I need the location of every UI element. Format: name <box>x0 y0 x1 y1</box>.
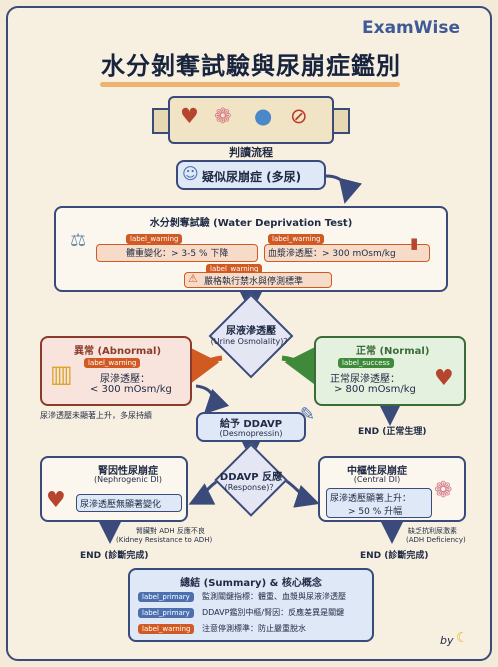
summary-tag: label_warning <box>138 624 195 634</box>
abnormal-box <box>40 336 192 406</box>
nephro-cause1: 腎臟對 ADH 反應不良 <box>136 527 205 535</box>
serum-box <box>264 244 430 262</box>
page-title: 水分剝奪試驗與尿崩症鑑別 <box>101 52 401 80</box>
central-cause1: 缺乏抗利尿激素 <box>408 527 457 535</box>
brain-icon: ❁ <box>214 104 232 128</box>
central-subtitle: (Central DI) <box>353 475 401 484</box>
central-finding-box <box>326 488 432 518</box>
blood-tube-icon: ▮ <box>410 234 419 252</box>
normal-tag: label_success <box>338 358 394 368</box>
brand-logo: ExamWise <box>362 18 460 38</box>
kidney-icon: ♥ <box>180 104 199 128</box>
warning-icon: ⚠ <box>188 272 198 285</box>
serum-tag: label_warning <box>268 234 325 244</box>
central-title: 中樞性尿崩症 <box>347 466 407 477</box>
no-drinking-icon: ⊘ <box>290 104 308 128</box>
signature: by <box>440 634 454 647</box>
summary-tag: label_primary <box>138 592 194 602</box>
ddavp-line2: (Desmopressin) <box>219 429 283 438</box>
central-finding1: 尿滲透壓顯著上升： <box>330 494 412 504</box>
abnormal-title: 異常 (Abnormal) <box>74 346 162 357</box>
stop-box <box>184 272 332 288</box>
summary-item: DDAVP鑑別中樞/腎因：反應差異是關鍵 <box>202 608 345 617</box>
normal-box <box>314 336 466 406</box>
water-drop-icon: ● <box>254 104 273 128</box>
brain-icon: ❁ <box>434 478 453 503</box>
response-line2: (Response)？ <box>224 483 278 492</box>
ddavp-box <box>196 412 306 442</box>
start-text: 疑似尿崩症 (多尿) <box>202 170 302 184</box>
response-line1: DDAVP 反應 <box>219 472 283 483</box>
wdt-title: 水分剝奪試驗 (Water Deprivation Test) <box>149 218 353 229</box>
person-icon: ☺ <box>182 164 199 183</box>
nephro-finding-box <box>76 494 182 512</box>
abnormal-tag: label_warning <box>84 358 141 368</box>
flow-label: 判讀流程 <box>229 146 273 159</box>
summary-item: 監測關鍵指標：體重、血漿與尿液滲透壓 <box>202 592 346 601</box>
scale-icon: ⚖ <box>70 230 87 251</box>
weight-text: 體重變化：> 3-5 % 下降 <box>126 249 229 259</box>
urine-osm-line2: (Urine Osmolality)？ <box>210 337 292 346</box>
ddavp-line1: 給予 DDAVP <box>219 419 283 430</box>
normal-title: 正常 (Normal) <box>356 346 430 357</box>
stop-tag: label_warning <box>206 264 263 274</box>
summary-title: 總結 (Summary) & 核心概念 <box>180 578 322 589</box>
nephro-cause2: (Kidney Resistance to ADH) <box>116 536 213 544</box>
infographic-page: ExamWise 水分剝奪試驗與尿崩症鑑別 ♥ ❁ ● ⊘ 判讀流程 ☺ 疑似尿… <box>6 6 492 661</box>
summary-tag: label_primary <box>138 608 194 618</box>
abnormal-note: 尿滲透壓未顯著上升，多尿持續 <box>40 411 152 420</box>
central-cause2: (ADH Deficiency) <box>406 536 466 544</box>
weight-tag: label_warning <box>126 234 183 244</box>
title-underline <box>100 82 400 87</box>
abnormal-line2: < 300 mOsm/kg <box>90 384 172 395</box>
central-finding2: > 50 % 升幅 <box>348 507 403 517</box>
nephro-end: END (診斷完成) <box>80 551 149 561</box>
banana-icon: ☾ <box>456 630 469 646</box>
kidney-icon: ♥ <box>434 366 454 391</box>
icon-ribbon <box>168 96 334 144</box>
summary-item: 注意停測標準：防止嚴重脫水 <box>202 624 306 633</box>
nephro-title: 腎因性尿崩症 <box>98 466 158 477</box>
stop-text: 嚴格執行禁水與停測標準 <box>204 277 304 287</box>
weight-box <box>96 244 258 262</box>
central-end: END (診斷完成) <box>360 551 429 561</box>
normal-line2: > 800 mOsm/kg <box>334 384 416 395</box>
abnormal-line1: 尿滲透壓： <box>100 374 150 385</box>
nephro-finding: 尿滲透壓無顯著變化 <box>80 500 162 510</box>
kidney-icon: ♥ <box>46 488 66 513</box>
nephro-subtitle: (Nephrogenic DI) <box>93 475 163 484</box>
normal-end: END (正常生理) <box>358 427 427 437</box>
urine-osm-line1: 尿液滲透壓 <box>226 326 276 337</box>
urine-cup-icon: ▥ <box>50 360 73 388</box>
syringe-icon: ✎ <box>300 404 316 425</box>
normal-line1: 正常尿滲透壓： <box>330 374 400 385</box>
serum-text: 血漿滲透壓：> 300 mOsm/kg <box>268 249 396 259</box>
start-box <box>176 160 326 190</box>
